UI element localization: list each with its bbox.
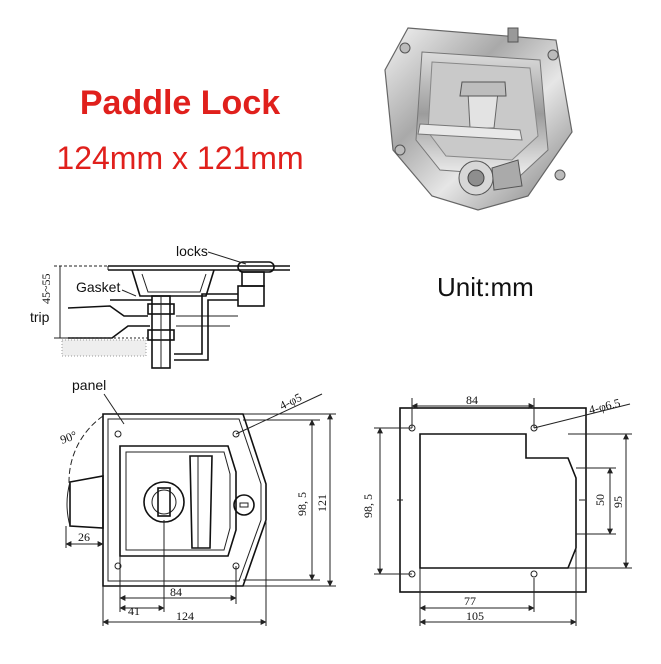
dim-985-label: 98, 5: [295, 492, 309, 516]
cutout-dim-77-label: 77: [464, 594, 476, 608]
dim-121-label: 121: [315, 494, 329, 512]
cutout-dim-985-label: 98, 5: [361, 494, 375, 518]
label-trip: trip: [30, 309, 50, 325]
title-dimensions: 124mm x 121mm: [56, 140, 304, 176]
label-locks: locks: [176, 243, 208, 259]
dim-26-label: 26: [78, 530, 90, 544]
dim-124-label: 124: [176, 609, 194, 623]
label-gasket: Gasket: [76, 279, 120, 295]
cutout-dim-105-label: 105: [466, 609, 484, 623]
product-photo: [384, 27, 573, 211]
dim-41-label: 41: [128, 604, 140, 618]
cutout-dim-95-label: 95: [611, 496, 625, 508]
holes-label: 4-φ5: [277, 390, 304, 413]
side-view-drawing: 45~55 locks Gasket trip: [30, 243, 290, 369]
title-paddle-lock: Paddle Lock: [79, 84, 281, 122]
dim-thickness-label: 45~55: [39, 274, 53, 305]
cutout-view-drawing: 84 4-φ6.5 98, 5 50 95 77 105: [361, 393, 632, 626]
unit-label: Unit:mm: [437, 272, 534, 302]
cutout-dim-50-label: 50: [593, 494, 607, 506]
label-panel: panel: [72, 377, 106, 393]
cutout-dim-84-label: 84: [466, 393, 478, 407]
cutout-holes-label: 4-φ6.5: [587, 396, 621, 417]
front-view-drawing: 90° panel 4-φ5 26 41 84 124 98, 5 121: [58, 377, 336, 626]
angle-label: 90°: [58, 428, 79, 447]
dim-84-label: 84: [170, 585, 182, 599]
